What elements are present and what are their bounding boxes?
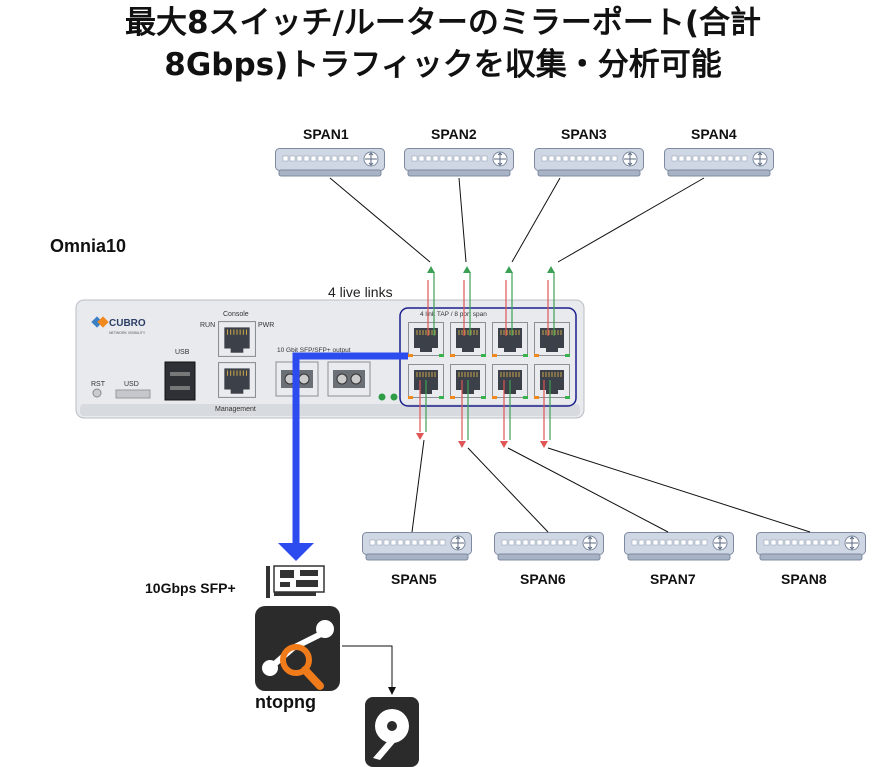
switch-icon-span1 [275,148,385,177]
traffic-arrowheads-bottom [416,433,548,448]
management-label: Management [215,406,256,413]
switch-icon-span3 [534,148,644,177]
run-label: RUN [200,322,215,329]
tap-port-icon [408,322,444,356]
brand-text: CUBRO [109,318,146,329]
switch-icon-span6 [494,532,604,561]
usb-label: USB [175,349,190,356]
span-label-4: SPAN4 [691,126,737,142]
span-label-8: SPAN8 [781,571,827,587]
ntopng-app-icon [255,606,340,691]
traffic-lines-bottom [419,380,551,440]
app-label: ntopng [255,692,316,712]
usb-port-icon [164,361,196,401]
tap-port-icon [534,364,570,398]
span-label-1: SPAN1 [303,126,349,142]
sfp-output-label: 10 Gbit SFP/SFP+ output [277,347,351,354]
span-label-3: SPAN3 [561,126,607,142]
storage-link [342,645,393,688]
switch-icon-span8 [756,532,866,561]
status-led-icon [378,393,386,401]
tap-label: 4 link TAP / 8 port span [420,311,487,318]
device-name: Omnia10 [50,236,127,256]
hard-disk-icon [365,697,419,767]
reset-button-icon [92,388,102,398]
traffic-lines-top [427,272,555,336]
status-led-icon [390,393,398,401]
span-label-5: SPAN5 [391,571,437,587]
span-links-top [329,177,705,263]
switch-icon-span7 [624,532,734,561]
span-links-bottom [411,439,811,533]
sfp-port-2-icon [327,361,371,397]
output-arrow [278,352,408,561]
usd-label: USD [124,381,139,388]
nic-icon [266,565,325,598]
switch-icon-span5 [362,532,472,561]
live-links-label: 4 live links [328,284,393,300]
switch-icon-span2 [404,148,514,177]
span-label-6: SPAN6 [520,571,566,587]
tap-port-icon [534,322,570,356]
brand-sub-text: NETWORK VISIBILITY [109,331,146,335]
rst-label: RST [91,381,106,388]
console-port-icon [218,321,256,357]
traffic-arrowheads-top [427,266,555,273]
console-label: Console [223,311,249,318]
management-port-icon [218,362,256,398]
switch-icon-span4 [664,148,774,177]
title-line-2: 8Gbps)トラフィックを収集・分析可能 [164,47,722,83]
title-line-1: 最大8スイッチ/ルーターのミラーポート(合計 [124,5,762,41]
tap-port-icon [450,322,486,356]
span-label-2: SPAN2 [431,126,477,142]
usd-slot-icon [115,389,151,399]
nic-label: 10Gbps SFP+ [145,580,236,596]
tap-port-icon [492,322,528,356]
pwr-label: PWR [258,322,274,329]
span-label-7: SPAN7 [650,571,696,587]
